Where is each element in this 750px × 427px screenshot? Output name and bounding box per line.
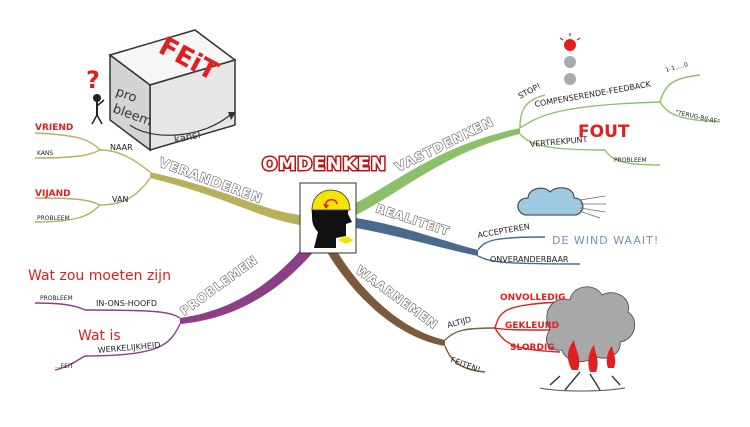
line-naar (99, 149, 151, 173)
label-probleem-vast: PROBLEEM (614, 157, 647, 164)
label-comp-1: 1-1.....0 (665, 61, 689, 74)
cloud-icon (517, 187, 606, 219)
label-naar: NAAR (110, 143, 133, 152)
branch-waarnemen (327, 248, 445, 346)
bowtie-icon (338, 236, 346, 244)
center-node (299, 182, 357, 254)
line-probleem-prob (34, 302, 86, 311)
line-onveranderbaar (477, 255, 581, 265)
question-mark: ? (86, 66, 100, 94)
branch-realiteit (356, 218, 478, 256)
line-tag-1 (494, 301, 561, 329)
label-probleem-van: PROBLEEM (37, 215, 70, 222)
line-compenserende (519, 101, 661, 129)
label-wat-zou: Wat zou moeten zijn (28, 268, 171, 284)
line-tag-2 (494, 327, 561, 331)
campfire-illustration (539, 286, 636, 392)
label-stop: STOP! (517, 81, 543, 100)
center-title: OMDENKEN (262, 154, 387, 175)
line-in-ons-hoofd (84, 309, 181, 319)
line-comp-2 (659, 101, 721, 123)
rotate-arrow-icon (325, 198, 338, 207)
label-feiten: FEITEN! (449, 355, 481, 374)
line-vijand (34, 197, 101, 206)
label-altijd: ALTIJD (446, 315, 472, 330)
label-wat-is: Wat is (78, 328, 121, 344)
line-werkelijkheid (84, 323, 181, 357)
label-van: VAN (112, 195, 128, 204)
line-tag-3 (494, 327, 561, 353)
label-tag-onvolledig: ONVOLLEDIG (500, 293, 565, 303)
label-wind: DE WIND WAAIT! (552, 234, 659, 247)
label-vijand: VIJAND (35, 189, 71, 199)
line-comp-1 (659, 74, 701, 103)
label-kans: KANS (37, 150, 53, 157)
label-in-ons-hoofd: IN-ONS-HOOFD (96, 299, 157, 308)
branch-veranderen (150, 172, 300, 225)
label-fout: FOUT (578, 122, 630, 142)
branch-vastdenken (352, 128, 520, 215)
line-kans (34, 149, 101, 159)
label-probleem-prob: PROBLEEM (40, 295, 73, 302)
label-tag-slordig: SLORDIG (510, 343, 555, 353)
line-stop (519, 94, 546, 129)
line-accepteren (477, 236, 546, 251)
line-probleem-van (34, 204, 101, 223)
line-vriend (34, 132, 101, 151)
line-feit (54, 355, 86, 371)
traffic-light-icon (559, 33, 581, 85)
line-altijd (444, 327, 496, 341)
label-comp-2: "TERUG-BIJ-AF" (675, 109, 721, 125)
label-feit: ...FEIT (55, 363, 74, 370)
cube-face-pro: pro (114, 85, 139, 106)
feit-cube-illustration: FEiT pro bleem kans! ? (86, 29, 237, 152)
label-vriend: VRIEND (35, 123, 73, 133)
kans-arrow (129, 114, 231, 136)
label-tag-gekleurd: GEKLEURD (505, 321, 559, 331)
line-feiten (444, 345, 486, 373)
line-probleem-vast (604, 149, 661, 166)
label-onveranderbaar: ONVERANDERBAAR (490, 255, 569, 264)
line-van (99, 177, 151, 206)
label-compenserende: COMPENSERENDE-FEEDBACK (534, 79, 653, 108)
line-vertrekpunt (519, 133, 606, 151)
